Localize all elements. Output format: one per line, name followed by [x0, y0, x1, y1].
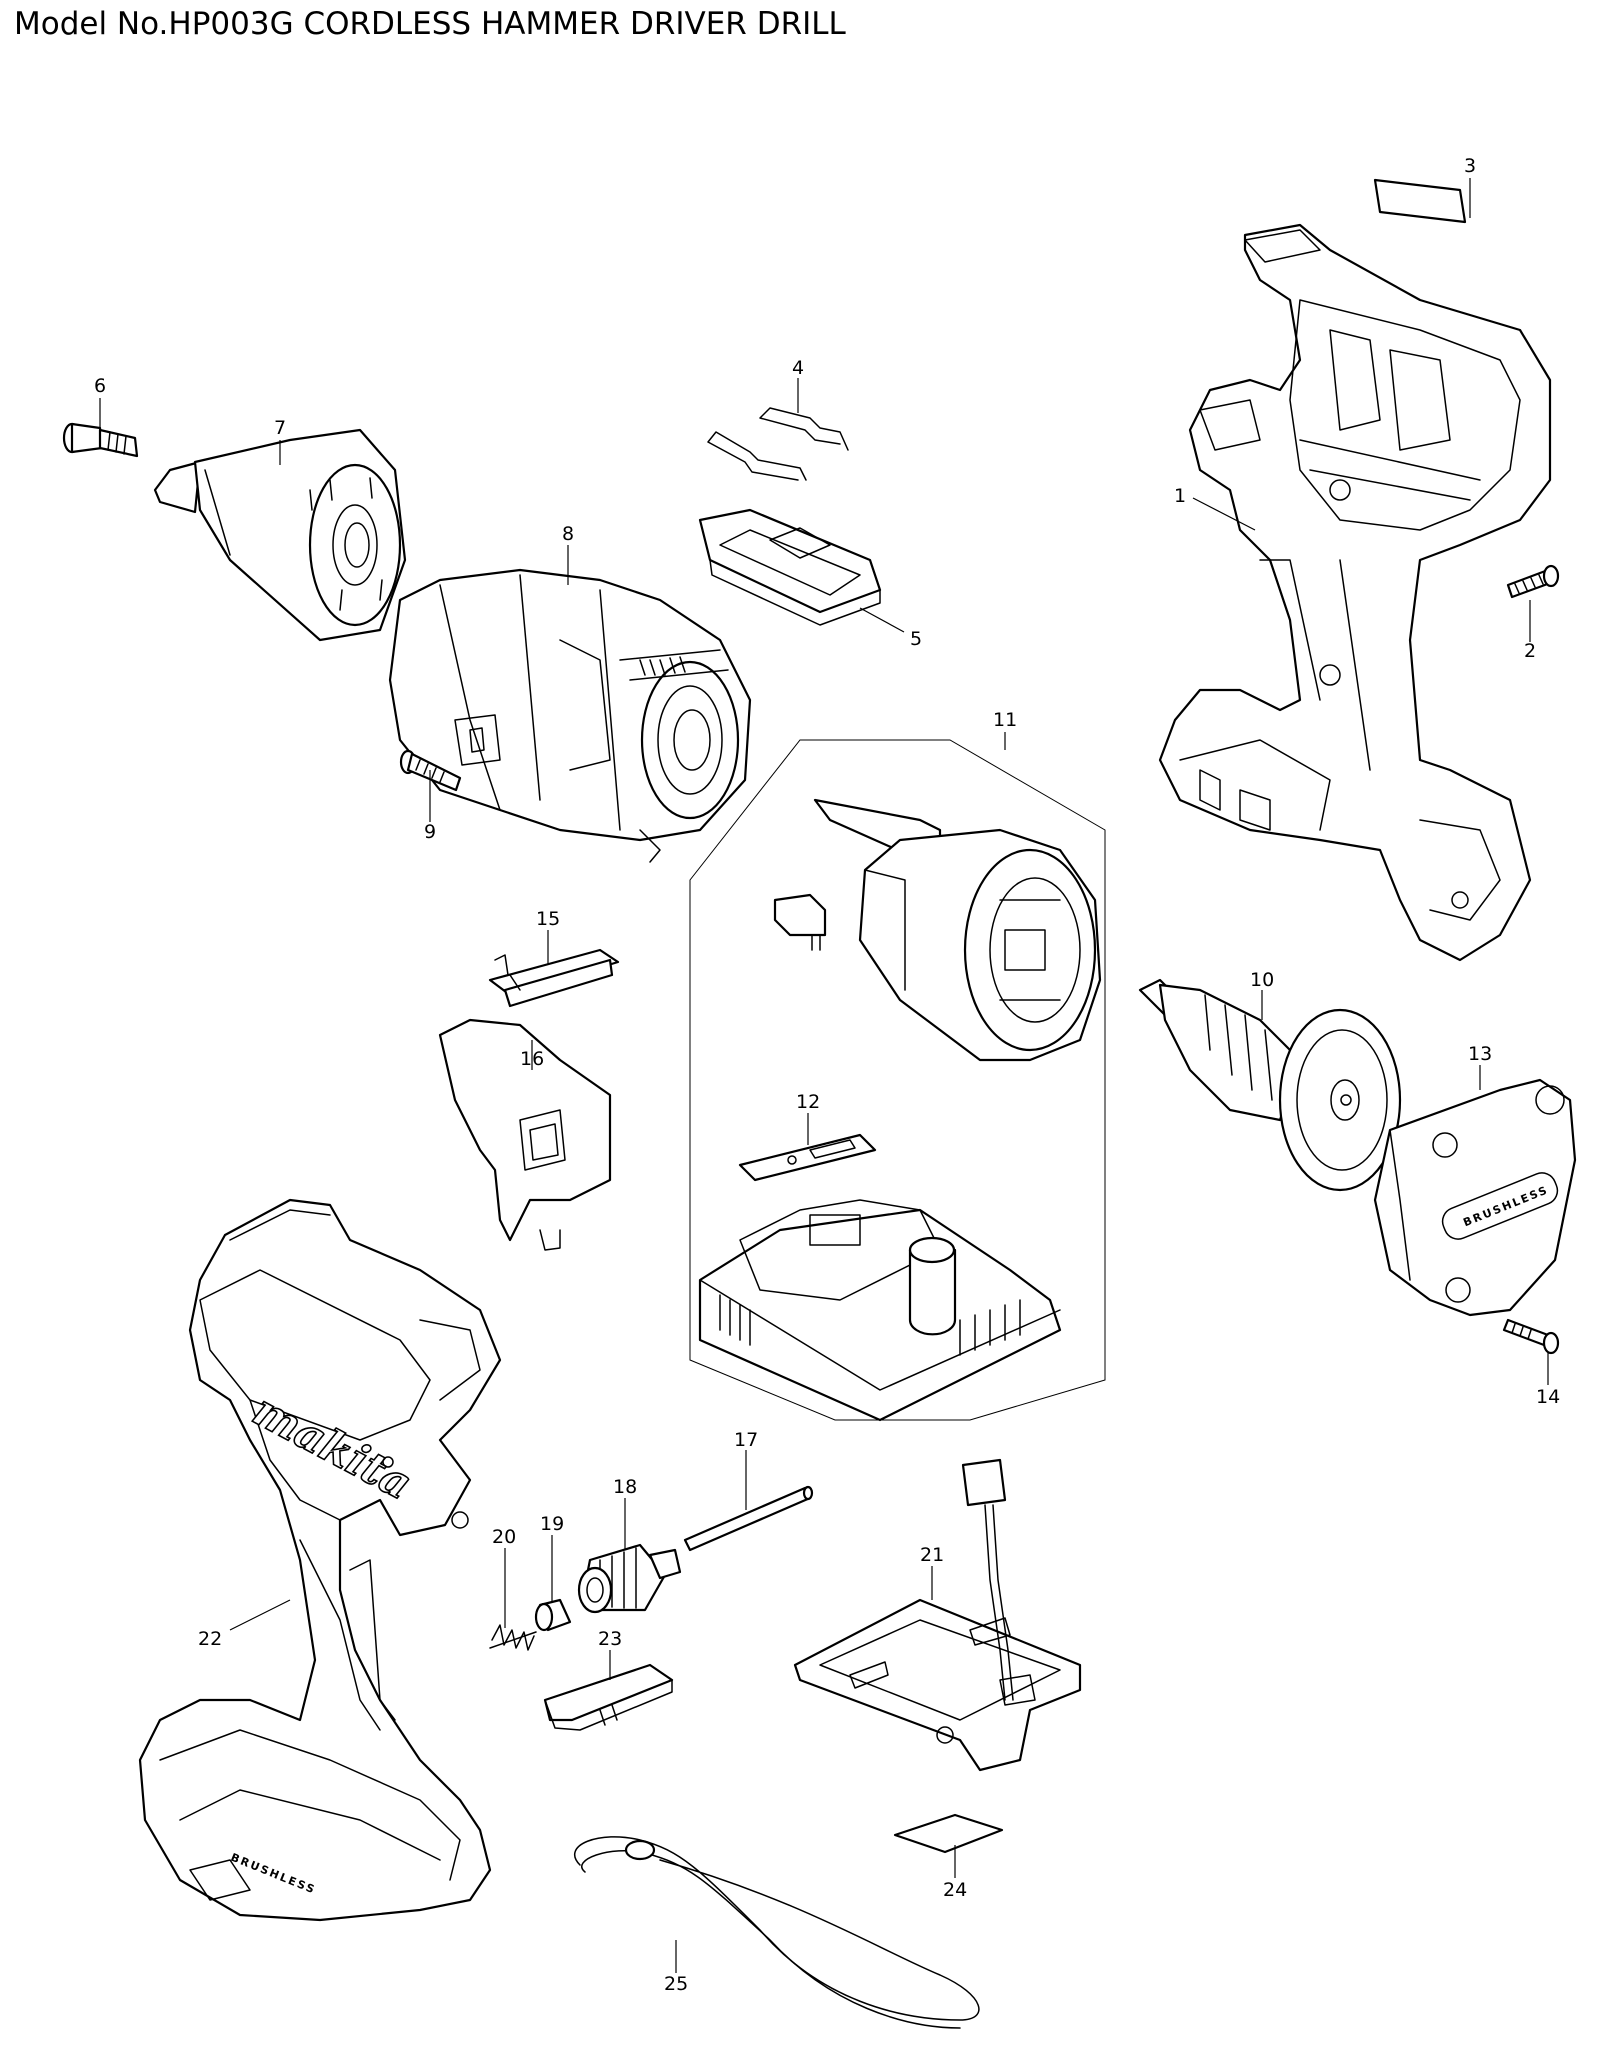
callout-14: 14: [1536, 1386, 1560, 1408]
callout-3: 3: [1464, 155, 1476, 177]
part-24-label: [893, 1813, 1004, 1854]
callout-10: 10: [1250, 969, 1274, 991]
part-11-kit-outline: [689, 739, 1106, 1421]
part-17-pin: [683, 1485, 814, 1552]
callout-12: 12: [796, 1091, 820, 1113]
callout-18: 18: [613, 1476, 637, 1498]
part-6-chuck-screw: [62, 422, 139, 458]
part-11-stator: [773, 798, 1102, 1062]
callout-1: 1: [1174, 485, 1186, 507]
callout-22: 22: [198, 1628, 222, 1650]
callout-13: 13: [1468, 1043, 1492, 1065]
part-19-sleeve: [534, 1598, 572, 1632]
part-20-spring: [489, 1624, 537, 1651]
part-16-switch: [438, 1018, 612, 1251]
callout-4: 4: [792, 357, 804, 379]
part-18-gear: [577, 1543, 682, 1614]
part-3-label: [1373, 178, 1467, 224]
part-1-housing-right: [1158, 223, 1552, 962]
callout-7: 7: [274, 417, 286, 439]
part-21-terminal: [793, 1458, 1082, 1772]
part-13-rear-cover: BRUSHLESS: [1373, 1078, 1577, 1317]
callout-2: 2: [1524, 640, 1536, 662]
callout-6: 6: [94, 375, 106, 397]
callout-15: 15: [536, 908, 560, 930]
part-22-housing-left: makita BRUSHLESS: [138, 1198, 502, 1922]
callout-numbers: 1 2 3 4 5 6 7 8 9 10 11 12 13 14 15 16 1…: [94, 155, 1560, 1995]
callout-17: 17: [734, 1429, 758, 1451]
part-23-slide: [543, 1663, 674, 1731]
part-2-screw: [1506, 564, 1560, 599]
diagram-title: Model No.HP003G CORDLESS HAMMER DRIVER D…: [14, 6, 846, 42]
callout-23: 23: [598, 1628, 622, 1650]
part-10-armature: [1138, 978, 1402, 1192]
leader-lines: [99, 178, 1549, 1973]
part-4-springs: [707, 407, 849, 481]
callout-24: 24: [943, 1879, 967, 1901]
part-14-screw: [1502, 1318, 1560, 1355]
callout-20: 20: [492, 1526, 516, 1548]
callout-25: 25: [664, 1973, 688, 1995]
part-25-strap: [573, 1836, 980, 2029]
callout-21: 21: [920, 1544, 944, 1566]
callout-11: 11: [993, 709, 1017, 731]
part-12-sheet: [738, 1133, 877, 1182]
part-7-chuck: [153, 428, 407, 642]
part-9-screw: [399, 749, 462, 792]
part-11-controller: [698, 1199, 1062, 1422]
callout-9: 9: [424, 821, 436, 843]
callout-16: 16: [520, 1048, 544, 1070]
callout-8: 8: [562, 523, 574, 545]
part-5-plate: [698, 508, 882, 626]
part-15-switch-lever: [488, 948, 620, 1008]
callout-19: 19: [540, 1513, 564, 1535]
part-8-gear-assembly: [388, 568, 752, 863]
callout-5: 5: [910, 628, 922, 650]
